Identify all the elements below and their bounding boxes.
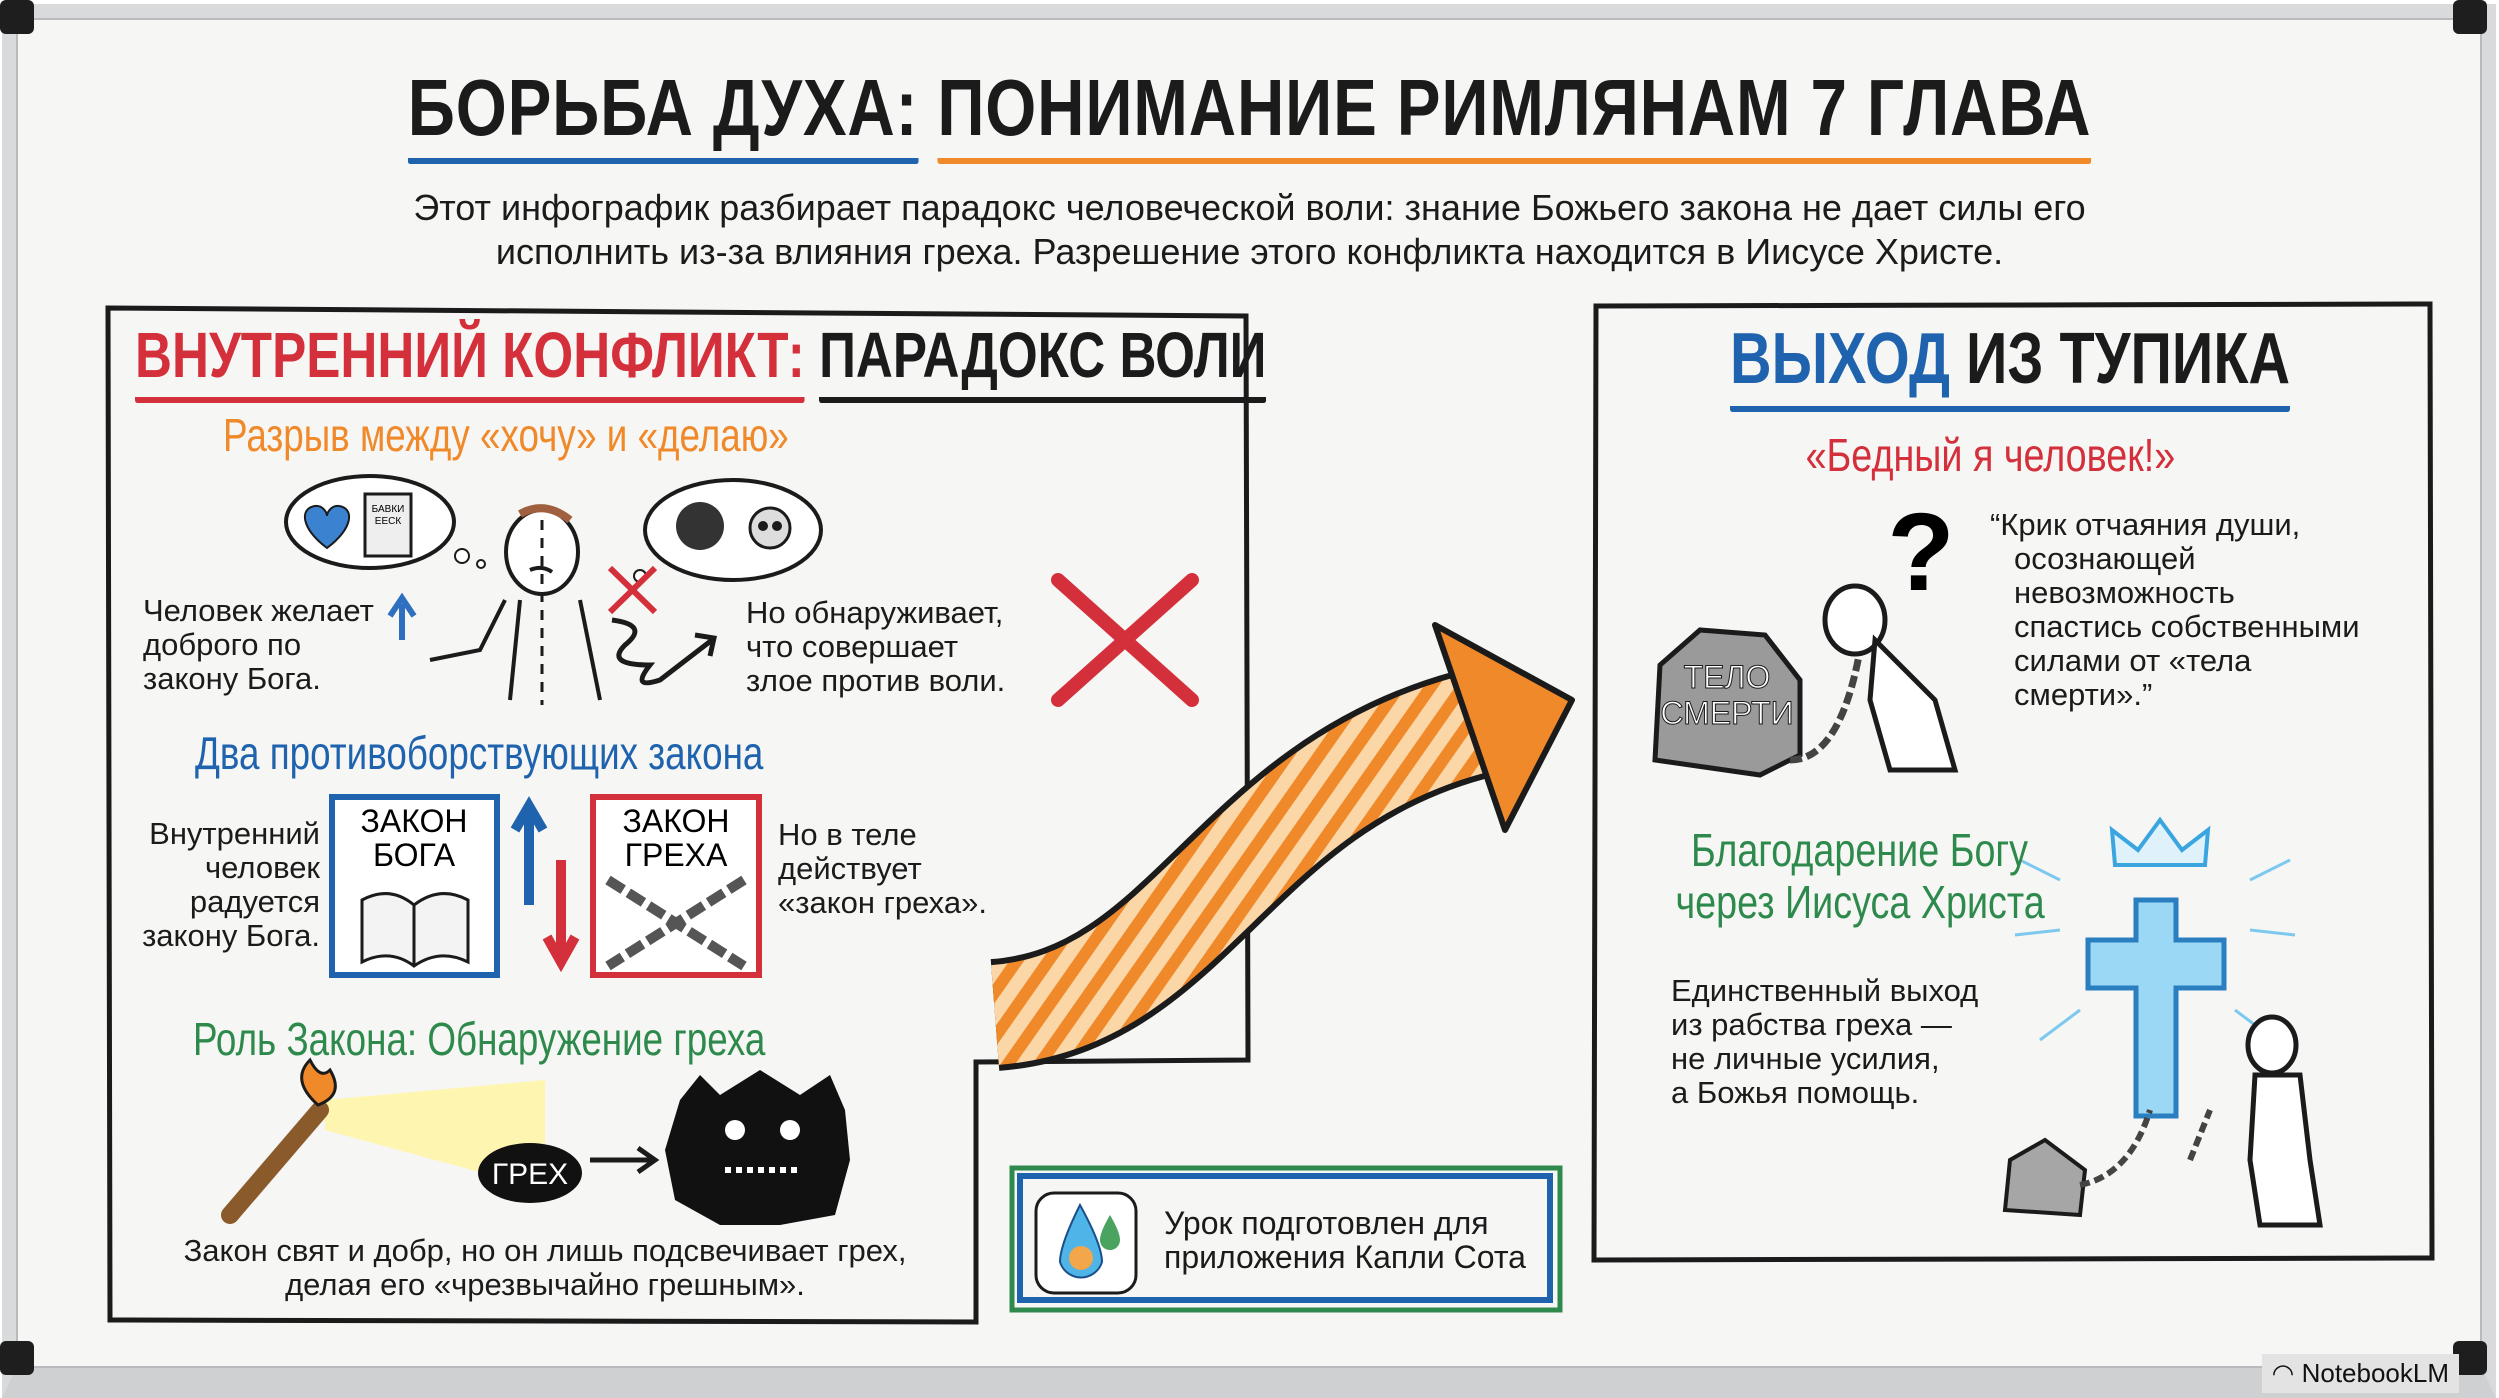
svg-text:ЗАКОН: ЗАКОН: [361, 803, 468, 839]
page-title: БОРЬБА ДУХА: ПОНИМАНИЕ РИМЛЯНАМ 7 ГЛАВА: [0, 62, 2499, 164]
subtitle: Этот инфографик разбирает парадокс челов…: [0, 186, 2499, 274]
svg-text:ТЕЛО: ТЕЛО: [1684, 659, 1771, 695]
app-badge-frame: [1009, 1165, 1563, 1313]
title-part-1: БОРЬБА ДУХА:: [407, 63, 919, 164]
right-panel-border: [1591, 301, 2435, 1263]
good-thought-cloud: БАВКИ ЕЕСК: [284, 474, 486, 570]
arrow-up-icon: [387, 592, 417, 640]
broken-chain-rock-icon: [2002, 1108, 2213, 1218]
svg-text:БОГА: БОГА: [373, 837, 456, 873]
transition-arrow: [988, 622, 1575, 1071]
kneeling-man-icon: [1822, 583, 1959, 773]
crown-icon: [2109, 816, 2211, 867]
arrow-down-icon: [542, 860, 580, 973]
svg-text:ГРЕХА: ГРЕХА: [625, 837, 728, 873]
chain-icon: [1789, 649, 1864, 764]
frame-corner: [0, 0, 34, 34]
arrow-right-icon: [590, 1145, 660, 1175]
sin-label-blob: ГРЕХ: [478, 1143, 582, 1203]
skull-icon: [748, 506, 792, 550]
person-torn-icon: [429, 504, 602, 705]
monster-icon: [665, 1070, 850, 1225]
cry-title: «Бедный я человек!»: [1805, 429, 2175, 481]
bad-thought-cloud: [633, 478, 823, 583]
subtitle-line: Этот инфографик разбирает парадокс челов…: [413, 187, 2086, 228]
right-panel-heading: ВЫХОД ИЗ ТУПИКА: [1730, 318, 2430, 412]
heart-icon: [303, 504, 351, 550]
left-panel-heading: ВНУТРЕННИЙ КОНФЛИКТ: ПАРАДОКС ВОЛИ: [135, 318, 1549, 403]
big-x-icon: [1051, 573, 1199, 707]
open-book-icon: [360, 892, 470, 968]
gap-title: Разрыв между «хочу» и «делаю»: [223, 409, 789, 461]
death-rock-icon: ТЕЛО СМЕРТИ: [1652, 627, 1803, 778]
light-rays: [2014, 858, 2296, 1042]
book-icon: [363, 492, 413, 558]
title-part-2: ПОНИМАНИЕ РИМЛЯНАМ 7 ГЛАВА: [937, 63, 2092, 164]
left-panel-border: [105, 305, 1251, 1325]
heading-blue: ВЫХОД: [1730, 319, 1950, 399]
chains-icon: [605, 875, 747, 971]
scribble-icon: [676, 502, 724, 550]
frame-corner: [0, 1341, 34, 1375]
heading-black: ПАРАДОКС ВОЛИ: [819, 319, 1267, 403]
question-mark-icon: ?: [1887, 491, 1954, 614]
svg-text:ГРЕХ: ГРЕХ: [492, 1158, 568, 1191]
role-caption: Закон свят и добр, но он лишь подсвечива…: [183, 1233, 907, 1302]
heading-black: ИЗ ТУПИКА: [1966, 319, 2291, 399]
heading-red: ВНУТРЕННИЙ КОНФЛИКТ:: [135, 319, 805, 403]
praying-man-icon: [2245, 1014, 2323, 1228]
small-x-icon: [607, 565, 658, 615]
laws-title: Два противоборствующих закона: [195, 727, 764, 779]
role-title: Роль Закона: Обнаружение греха: [193, 1013, 766, 1065]
cross-icon: [2085, 897, 2227, 1119]
squiggle-arrow-icon: [611, 617, 718, 686]
torch-icon: [221, 1057, 337, 1224]
notebooklm-watermark: ◠ NotebookLM: [2261, 1354, 2459, 1393]
frame-corner: [2453, 0, 2487, 34]
law-of-sin-box: ЗАКОН ГРЕХА: [590, 794, 762, 978]
law-of-god-box: ЗАКОН БОГА: [329, 794, 500, 978]
svg-text:СМЕРТИ: СМЕРТИ: [1660, 695, 1793, 731]
subtitle-line: исполнить из-за влияния греха. Разрешени…: [495, 231, 2004, 272]
arrow-up-icon: [510, 796, 548, 905]
notebooklm-logo-icon: ◠: [2271, 1358, 2302, 1388]
svg-text:БАВКИ: БАВКИ: [372, 504, 405, 515]
svg-text:ЗАКОН: ЗАКОН: [623, 803, 730, 839]
svg-text:ЕЕСК: ЕЕСК: [375, 516, 402, 527]
